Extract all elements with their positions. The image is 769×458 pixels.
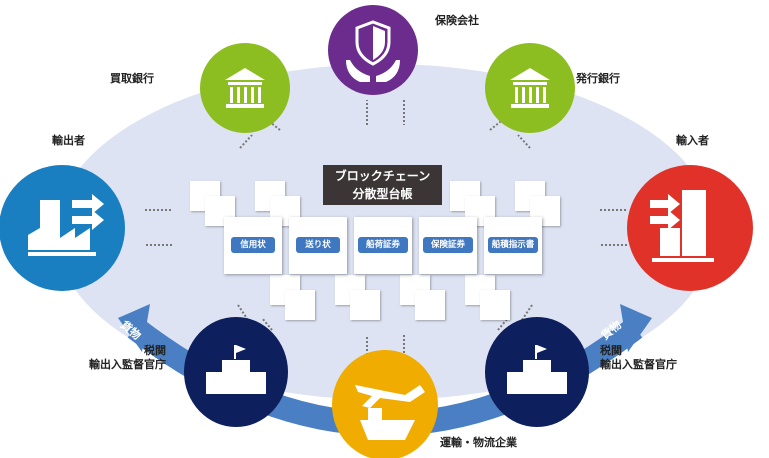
document-badge: 船積指示書	[488, 237, 538, 253]
ledger-block	[480, 290, 510, 320]
ledger-block	[350, 290, 380, 320]
customs-right-line2: 輸出入監督官庁	[600, 358, 677, 371]
label-customs-right: 税関 輸出入監督官庁	[600, 344, 677, 372]
document-card-invoice: 送り状	[289, 217, 347, 274]
document-badge: 送り状	[296, 237, 340, 253]
label-insurer: 保険会社	[435, 14, 479, 27]
plane-ship-icon	[355, 385, 425, 440]
dotted-arrows	[145, 100, 627, 355]
document-badge: 保険証券	[423, 237, 473, 253]
cargo-arrow-right	[620, 304, 652, 352]
exporter-circle	[0, 165, 125, 291]
document-card-insurance-policy: 保険証券	[419, 217, 477, 274]
label-buying-bank: 買取銀行	[110, 72, 154, 85]
logistics-circle	[332, 350, 438, 458]
document-card-letter-of-credit: 信用状	[224, 217, 282, 274]
ledger-title: ブロックチェーン 分散型台帳	[323, 165, 442, 205]
document-card-bill-of-lading: 船荷証券	[354, 217, 412, 274]
bank-icon-right	[510, 68, 550, 108]
ledger-title-line2: 分散型台帳	[352, 187, 413, 201]
customs-left-line1: 税関	[144, 344, 166, 357]
shield-hands-icon	[346, 20, 400, 82]
ledger-block	[285, 290, 315, 320]
document-card-shipping-instruction: 船積指示書	[484, 217, 542, 274]
ledger-block	[415, 290, 445, 320]
customs-right-line1: 税関	[600, 344, 622, 357]
label-customs-left: 税関 輸出入監督官庁	[78, 344, 166, 372]
government-building-icon-left	[206, 345, 266, 394]
document-badge: 信用状	[231, 237, 275, 253]
label-issuing-bank: 発行銀行	[576, 72, 620, 85]
document-badge: 船荷証券	[358, 237, 408, 253]
government-building-icon-right	[507, 345, 567, 394]
cargo-arrow-left	[118, 304, 150, 352]
ledger-title-line1: ブロックチェーン	[334, 169, 431, 183]
label-logistics: 運輸・物流企業	[440, 436, 517, 449]
building-import-icon	[650, 190, 714, 262]
customs-left-line2: 輸出入監督官庁	[89, 358, 166, 371]
factory-export-icon	[28, 194, 104, 256]
bank-icon-left	[225, 68, 265, 108]
label-importer: 輸入者	[676, 134, 709, 147]
label-exporter: 輸出者	[52, 134, 85, 147]
